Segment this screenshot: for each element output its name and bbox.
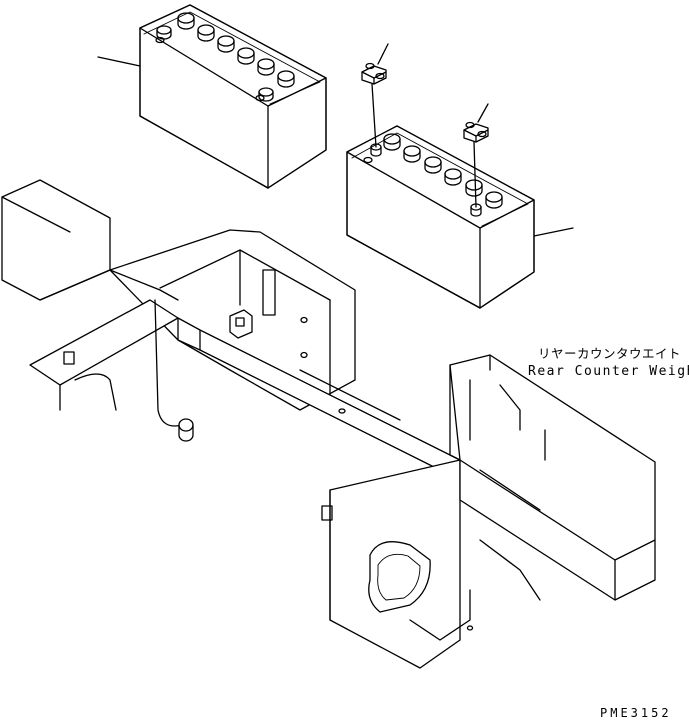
component-label-english: Rear Counter Weight bbox=[528, 364, 689, 379]
drawing-code: PME3152 bbox=[600, 706, 672, 720]
battery-right bbox=[346, 125, 574, 309]
battery-left bbox=[97, 4, 327, 189]
counterweight-frame bbox=[1, 179, 656, 669]
leader-line bbox=[97, 56, 141, 67]
battery-cell-caps bbox=[177, 12, 295, 88]
component-label-japanese: リヤーカウンタウエイト bbox=[538, 346, 682, 361]
leader-line bbox=[477, 103, 489, 123]
terminal-clamp bbox=[361, 43, 389, 148]
leader-line bbox=[377, 43, 389, 65]
battery-cell-caps bbox=[383, 133, 503, 209]
battery-terminal bbox=[155, 25, 172, 44]
terminal-clamp bbox=[463, 103, 489, 208]
battery-terminal bbox=[255, 87, 274, 102]
leader-line bbox=[533, 227, 574, 237]
